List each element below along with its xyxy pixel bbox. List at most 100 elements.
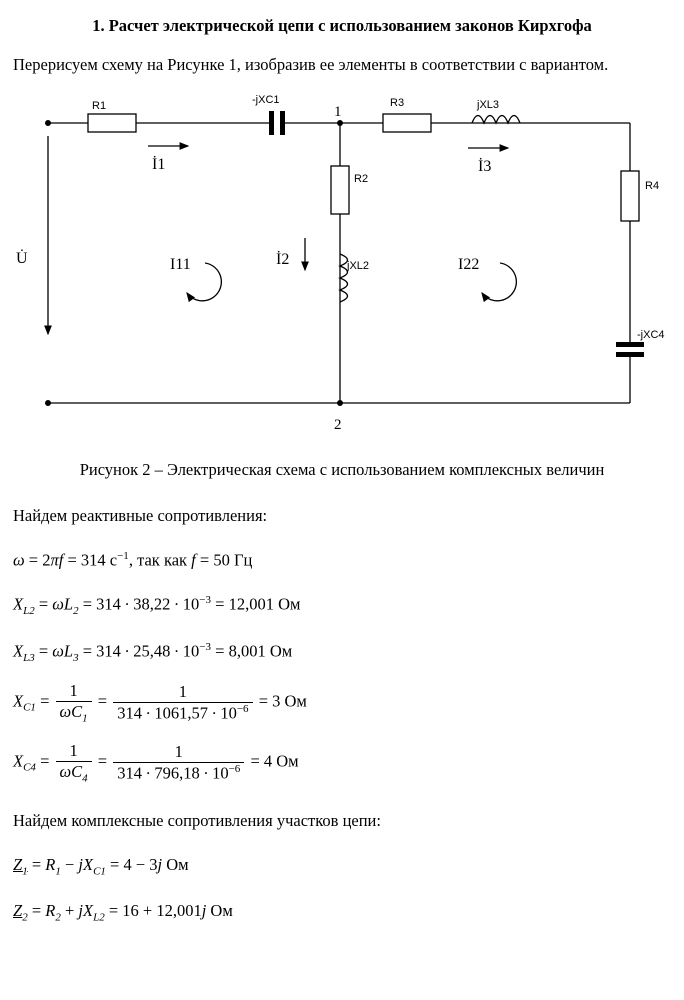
circuit-diagram: R1 -jXC1 1 R3 jXL3 İ1 İ3 R2 R4 İ2 jXL2 U… <box>16 94 665 433</box>
capacitor-c1-plate <box>280 110 285 135</box>
formula-segment: ωL <box>52 594 74 614</box>
resistor-r1 <box>87 113 137 133</box>
complex-heading: Найдем комплексные сопротивления участко… <box>13 810 381 830</box>
terminal-bottom-left <box>45 399 51 406</box>
formula-segment: = 314 ∙ 25,48 ∙ 10 <box>78 641 200 661</box>
underlined-impedance: Z1 <box>13 854 28 877</box>
formula-segment: jX <box>78 854 94 874</box>
node-1-dot <box>337 119 343 126</box>
formula-segment: Z <box>13 900 23 920</box>
formula-segment: Z <box>13 854 23 874</box>
fraction-denominator: 314 ∙ 796,18 ∙ 10−6 <box>113 762 245 784</box>
formula-segment: = 16 + 12,001 <box>104 900 202 920</box>
formula-segment: Ом <box>162 854 189 874</box>
formula-segment: ωC <box>59 762 83 782</box>
label-xc4: -jXC4 <box>637 329 665 341</box>
formula-segment: f <box>191 550 196 570</box>
formula-segment: −3 <box>199 594 212 607</box>
formula-segment: −3 <box>199 641 212 654</box>
formula-segment: j <box>201 900 207 920</box>
formula-segment: πf <box>50 550 64 570</box>
loop-i22-arrow <box>481 262 517 303</box>
formula-z1: Z1 = R1 − jXC1 = 4 − 3j Ом <box>13 855 671 877</box>
terminal-top-left <box>45 119 51 126</box>
fraction-numerator: 1 <box>178 681 188 701</box>
label-u: U̇ <box>16 249 28 267</box>
formula-segment: L2 <box>93 911 105 924</box>
formula-segment: 1 <box>82 712 88 725</box>
fraction-denominator: ωC4 <box>55 761 92 785</box>
fraction-numerator: 1 <box>174 742 183 762</box>
formula-segment: − <box>60 854 79 874</box>
resistor-r3 <box>382 113 432 133</box>
formula-segment: = 8,001 Ом <box>211 641 293 661</box>
formula-segment: = 50 Гц <box>195 550 253 570</box>
formula-segment: 314 ∙ 1061,57 ∙ 10 <box>117 703 237 723</box>
loop-i11-arrow <box>186 262 222 303</box>
formula-segment: R <box>45 900 56 920</box>
fraction-numerator: 1 <box>69 681 78 701</box>
formula-segment: = 314 с <box>63 550 118 570</box>
formula-segment: C4 <box>23 762 36 775</box>
label-xl2: jXL2 <box>346 260 369 272</box>
label-r1: R1 <box>92 100 106 112</box>
formula-segment: = <box>34 641 53 661</box>
label-xc1: -jXC1 <box>252 94 280 106</box>
page-title: 1. Расчет электрической цепи с использов… <box>92 16 592 35</box>
formula-segment: 314 ∙ 796,18 ∙ 10 <box>117 763 229 783</box>
formula-segment: 2 <box>22 911 28 924</box>
formula-omega: ω = 2πf = 314 с−1, так как f = 50 Гц <box>13 550 671 571</box>
formula-segment: L3 <box>23 652 35 665</box>
formula-segment: = 314 ∙ 38,22 ∙ 10 <box>78 594 200 614</box>
reactive-heading: Найдем реактивные сопротивления: <box>13 505 268 525</box>
formula-segment: = 2 <box>24 550 51 570</box>
label-r4: R4 <box>645 180 659 192</box>
formula-segment: + <box>60 900 79 920</box>
formula-segment: X <box>13 641 24 661</box>
label-i11: I11 <box>170 256 191 273</box>
formula-xl2: XL2 = ωL2 = 314 ∙ 38,22 ∙ 10−3 = 12,001 … <box>13 594 671 617</box>
capacitor-c4-plate <box>616 341 644 347</box>
formula-segment: Ом <box>206 900 233 920</box>
formula-segment: C1 <box>23 701 36 714</box>
formula-segment: jX <box>78 900 94 920</box>
formula-segment: 2 <box>55 911 61 924</box>
resistor-r2 <box>330 165 350 215</box>
capacitor-c1 <box>269 110 285 135</box>
fraction-denominator: ωC1 <box>55 701 92 725</box>
label-i2: İ2 <box>276 250 289 268</box>
intro-paragraph: Перерисуем схему на Рисунке 1, изобразив… <box>13 55 609 74</box>
inductor-l2 <box>338 253 349 303</box>
resistor-r4 <box>620 170 640 222</box>
formula-segment: = 4 − 3 <box>105 854 158 874</box>
formula-segment: ωL <box>52 641 74 661</box>
formula-segment: j <box>157 854 163 874</box>
formula-segment: = <box>27 854 46 874</box>
formula-segment: L2 <box>23 605 35 618</box>
capacitor-c1-plate <box>269 110 274 135</box>
formula-segment: X <box>13 594 24 614</box>
formula-segment: 4 <box>82 772 88 785</box>
formula-segment: = 12,001 Ом <box>211 594 301 614</box>
label-xl3: jXL3 <box>476 99 499 111</box>
label-node1: 1 <box>334 104 342 120</box>
formula-segment: 1 <box>55 864 61 877</box>
node-2-dot <box>337 399 343 406</box>
label-r2: R2 <box>354 173 368 185</box>
label-node2: 2 <box>334 417 342 433</box>
formula-segment: = 4 Ом <box>246 751 299 771</box>
formula-segment: , так как <box>128 550 192 570</box>
formula-z2: Z2 = R2 + jXL2 = 16 + 12,001j Ом <box>13 901 671 923</box>
underlined-impedance: Z2 <box>13 900 28 924</box>
figure-caption: Рисунок 2 – Электрическая схема с исполь… <box>79 459 605 479</box>
formula-segment: = <box>34 594 53 614</box>
formula-segment: 1 <box>22 864 28 877</box>
formula-segment: X <box>13 691 24 711</box>
label-r3: R3 <box>390 97 404 109</box>
formula-segment: = <box>93 751 112 771</box>
